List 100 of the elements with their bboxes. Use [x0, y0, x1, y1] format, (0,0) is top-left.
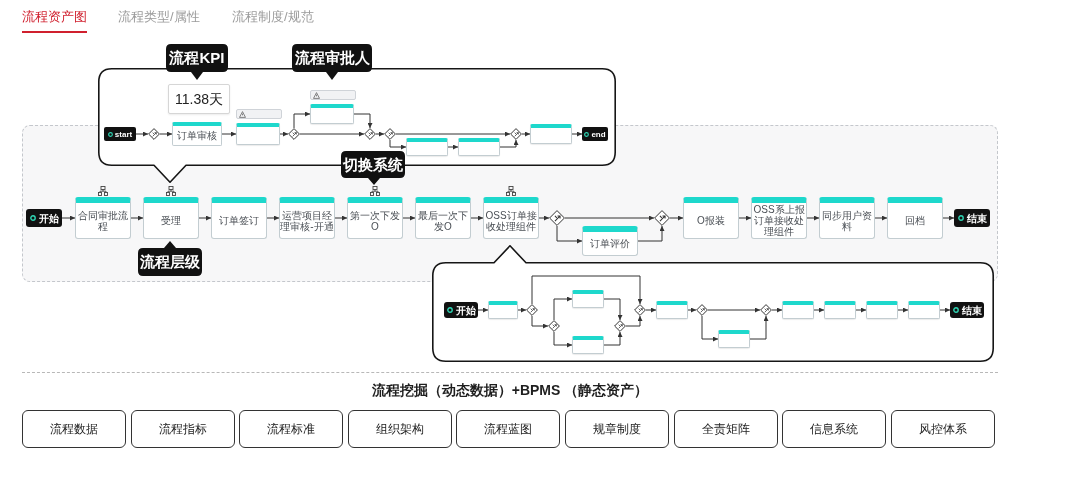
arrow	[553, 331, 573, 348]
terminal-pill	[104, 127, 136, 141]
gateway-diamond	[654, 210, 670, 226]
process-box	[782, 301, 814, 319]
category-label: 风控体系	[919, 422, 967, 436]
process-box	[572, 290, 604, 308]
arrow	[749, 315, 769, 340]
task-label: 受理	[161, 215, 181, 226]
tab: 流程类型/属性	[118, 8, 200, 33]
arrow	[61, 215, 76, 221]
arrow	[813, 307, 825, 313]
terminal-label: end	[591, 129, 606, 139]
category-box	[674, 410, 778, 448]
task-label: OSS订单接收处理组件	[484, 209, 538, 232]
arrow	[198, 215, 212, 221]
arrow	[266, 215, 280, 221]
section-heading: 流程挖掘（动态数据）+BPMS （静态资产）	[371, 381, 649, 400]
process-box	[887, 197, 943, 239]
arrow	[874, 215, 888, 221]
arrow	[855, 307, 867, 313]
category-label: 规章制度	[593, 422, 641, 436]
process-box	[572, 336, 604, 354]
arrow	[564, 215, 655, 221]
callout-bubble	[138, 241, 202, 276]
process-box	[415, 197, 471, 239]
arrow	[806, 215, 820, 221]
arrow	[389, 139, 407, 150]
arrow	[353, 113, 373, 129]
arrow	[538, 215, 550, 221]
process-box	[656, 301, 688, 319]
task-label: 订单签订	[219, 215, 259, 226]
arrow	[645, 307, 657, 313]
arrow	[447, 144, 459, 150]
process-box	[347, 197, 403, 239]
category-label: 组织架构	[376, 422, 424, 436]
process-box	[172, 122, 222, 146]
category-box	[348, 410, 452, 448]
process-box	[530, 124, 572, 144]
process-box	[582, 226, 638, 256]
process-box	[488, 301, 518, 319]
category-box	[22, 410, 126, 448]
process-box	[458, 138, 500, 156]
category-box	[565, 410, 669, 448]
arrow	[603, 298, 623, 321]
kpi-card	[168, 84, 230, 114]
arrow	[395, 131, 511, 137]
arrow	[499, 139, 519, 148]
process-box	[406, 138, 448, 156]
category-label: 流程标准	[267, 422, 315, 436]
arrow	[625, 315, 643, 327]
task-label: 同步用户资料	[821, 209, 873, 232]
terminal-pill	[26, 209, 62, 227]
arrow	[556, 225, 583, 244]
terminal-pill	[582, 127, 608, 141]
arrow	[293, 111, 311, 129]
arrow	[939, 307, 951, 313]
arrow	[738, 215, 752, 221]
tab: 流程制度/规范	[232, 8, 314, 33]
process-box	[236, 123, 280, 145]
callout-label: 流程审批人	[294, 49, 370, 67]
category-box	[782, 410, 886, 448]
arrow	[571, 131, 583, 137]
arrow	[897, 307, 909, 313]
arrow	[687, 307, 697, 313]
process-box	[75, 197, 131, 239]
process-box	[866, 301, 898, 319]
arrow	[521, 131, 531, 137]
category-label: 全责矩阵	[702, 422, 750, 436]
process-box	[683, 197, 739, 239]
arrow	[375, 131, 385, 137]
task-label: OSS系上报订单接收处理组件	[752, 204, 806, 237]
callout-label: 切换系统	[343, 155, 403, 174]
arrow	[517, 307, 527, 313]
gateway-diamond	[549, 210, 565, 226]
arrow	[637, 225, 665, 242]
task-label: 订单审核	[177, 130, 217, 141]
category-label: 信息系统	[810, 422, 858, 436]
process-box	[718, 330, 750, 348]
category-label: 流程蓝图	[484, 422, 532, 436]
arrow	[135, 131, 149, 137]
arrow	[130, 215, 144, 221]
task-label: 合同审批流程	[77, 209, 129, 232]
category-box	[891, 410, 995, 448]
arrow	[334, 215, 348, 221]
arrow	[531, 275, 643, 305]
kpi-value: 11.38天	[175, 91, 223, 107]
arrow	[603, 331, 623, 346]
process-box	[143, 197, 199, 239]
arrow	[299, 131, 365, 137]
terminal-label: 结束	[961, 304, 982, 316]
task-label: 订单评价	[590, 238, 630, 249]
process-box	[819, 197, 875, 239]
terminal-label: 结束	[966, 212, 987, 224]
arrow	[942, 215, 955, 221]
process-box	[824, 301, 856, 319]
arrow	[531, 315, 549, 329]
arrow	[279, 131, 289, 137]
task-label: 最后一次下发O	[417, 209, 469, 232]
terminal-pill	[954, 209, 990, 227]
terminal-pill	[950, 302, 984, 318]
